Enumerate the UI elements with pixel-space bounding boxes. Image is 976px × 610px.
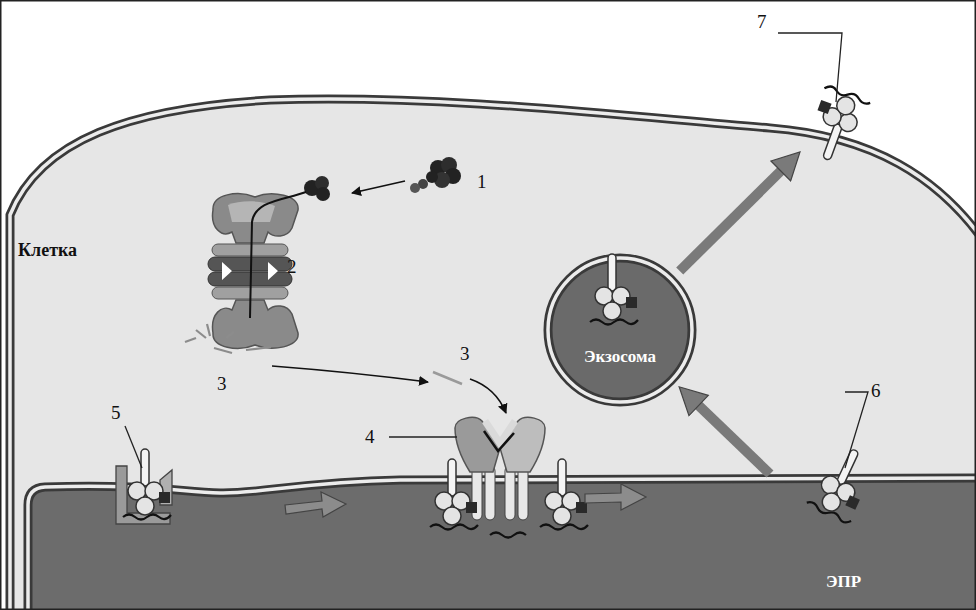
flow-arrow xyxy=(694,401,770,474)
callout-number: 2 xyxy=(287,256,297,278)
callout-number: 1 xyxy=(477,171,487,193)
membrane-gap xyxy=(548,258,692,402)
membrane-gap xyxy=(28,478,976,610)
callout-number: 4 xyxy=(365,426,375,448)
exosome-vesicle: Экзосома xyxy=(543,253,697,407)
callout-number: 5 xyxy=(111,402,121,424)
leader-line xyxy=(778,33,842,102)
exosome-vesicle-outline xyxy=(543,253,697,407)
exosome-label: Экзосома xyxy=(543,347,697,367)
callout-number: 6 xyxy=(871,380,881,402)
callout-number: 3 xyxy=(217,373,227,395)
cell-label: Клетка xyxy=(18,240,77,261)
membrane-fill xyxy=(28,478,976,610)
membrane-fill xyxy=(548,258,692,402)
flow-arrow xyxy=(680,166,786,271)
reticulum-band: ЭПР xyxy=(0,460,976,610)
reticulum-label: ЭПР xyxy=(826,572,861,592)
callout-number: 7 xyxy=(757,11,767,33)
callout-number: 3 xyxy=(460,343,470,365)
